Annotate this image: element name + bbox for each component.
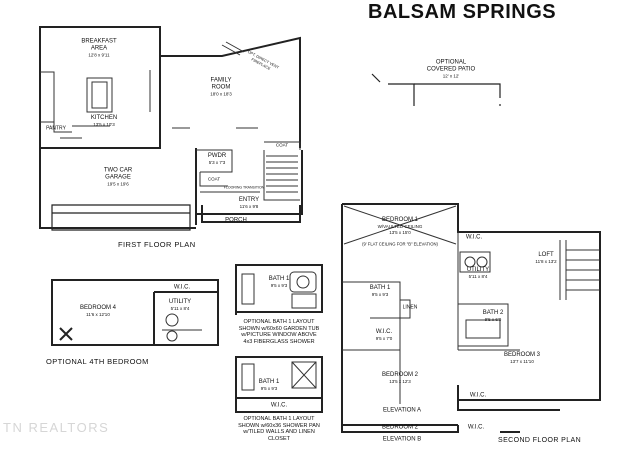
wic-2-name: W.I.C.: [375, 328, 393, 335]
patio-name: OPTIONAL COVERED PATIO: [426, 59, 476, 73]
bedroom-3-name: BEDROOM 3: [503, 351, 541, 358]
bath-option-2-fixtures: [241, 361, 317, 391]
bath-opt1-note: OPTIONAL BATH 1 LAYOUT SHOWN w/60x60 GAR…: [238, 319, 320, 345]
bath-opt2-name: BATH 1: [258, 378, 280, 385]
family-room-dim: 18'0 x 18'3: [210, 91, 232, 97]
pwdr-dim: 5'3 x 7'3: [208, 159, 226, 165]
family-room-name: FAMILY ROOM: [210, 77, 232, 91]
garage-name: TWO CAR GARAGE: [103, 167, 133, 181]
entry-name: ENTRY: [238, 196, 260, 203]
patio-dim: 12' x 12': [442, 73, 460, 79]
wic-2-label: W.I.C.9'5 x 7'0: [376, 329, 392, 342]
second-floor-caption: SECOND FLOOR PLAN: [498, 437, 582, 444]
bedroom-1-dim: 13'5 x 15'0: [389, 229, 411, 235]
first-floor-caption: FIRST FLOOR PLAN: [118, 240, 196, 249]
bedroom-2b-label: BEDROOM 2: [381, 424, 419, 431]
garage-door: [51, 204, 191, 231]
first-floor-interior: [40, 41, 301, 201]
bath-2-dim: 9'5 x 6'0: [484, 316, 502, 322]
optional-4th-caption: OPTIONAL 4TH BEDROOM: [46, 357, 149, 366]
bedroom-3-dim: 13'7 x 11'10: [510, 358, 534, 364]
bedroom-4-dim: 11'6 x 12'10: [86, 311, 110, 317]
watermark: TN REALTORS: [3, 420, 110, 435]
bath-opt1-name: BATH 1: [268, 275, 290, 282]
wic-1-label: W.I.C.: [465, 234, 483, 241]
elevation-b-label: ELEVATION B: [382, 436, 422, 443]
second-utility-dim: 5'11 x 8'4: [468, 273, 488, 279]
bath-option-1-walls: [235, 264, 323, 315]
wic-4-label: W.I.C.: [467, 424, 485, 431]
second-floor-interior: [342, 205, 600, 404]
bedroom-2-name: BEDROOM 2: [381, 371, 419, 378]
bath-opt2-dim: 9'5 x 9'3: [260, 385, 278, 391]
kitchen-dim: 13'5 x 10'3: [93, 121, 115, 127]
optional-4th-fixtures: [162, 313, 202, 342]
breakfast-area-dim: 12'8 x 9'11: [88, 52, 110, 58]
coat-label-lower: COAT: [207, 176, 221, 182]
bath-2-name: BATH 2: [482, 309, 504, 316]
optional-4th-bedroom-walls: [51, 279, 219, 346]
bedroom-4-name: BEDROOM 4: [79, 304, 117, 311]
pantry-label: PANTRY: [46, 125, 66, 132]
garage-dim: 19'5 x 19'6: [107, 181, 129, 187]
wic-3-label: W.I.C.: [469, 392, 487, 399]
bath-opt1-dim: 9'5 x 9'3: [270, 282, 288, 288]
breakfast-area-name: BREAKFAST AREA: [81, 38, 117, 52]
bedroom-1-name: BEDROOM 1: [381, 217, 418, 223]
kitchen-name: KITCHEN: [90, 114, 118, 121]
bath-opt2-wic-label: W.I.C.: [270, 402, 288, 409]
porch-label: PORCH: [225, 217, 247, 224]
first-floor-walls: [39, 26, 303, 229]
coat-label-upper: COAT: [275, 142, 289, 148]
flat-ceiling-note: (9' FLAT CEILING FOR "B" ELEVATION): [362, 241, 438, 247]
bedroom-2-dim: 13'5 x 12'3: [389, 378, 411, 384]
patio-outline: [371, 73, 501, 106]
plan-title: BALSAM SPRINGS: [368, 1, 557, 23]
flooring-transition-label: FLOORING TRANSITION: [223, 185, 265, 190]
bath-1-name: BATH 1: [369, 284, 391, 291]
second-floor-walls: [341, 203, 601, 433]
loft-name: LOFT: [538, 251, 554, 258]
opt4-wic-label: W.I.C.: [173, 284, 191, 291]
pwdr-name: PWDR: [207, 152, 227, 159]
wic-2-dim: 9'5 x 7'0: [375, 335, 393, 341]
linen-label: LINEN: [402, 304, 418, 311]
entry-dim: 11'6 x 9'8: [239, 203, 259, 209]
elevation-a-label: ELEVATION A: [382, 407, 422, 414]
opt4-utility-name: UTILITY: [168, 298, 192, 305]
bedroom-1-ceiling: W/VAULTED CEILING: [377, 224, 423, 229]
loft-dim: 11'8 x 13'2: [535, 258, 557, 264]
bath-1-dim: 9'5 x 9'3: [371, 291, 389, 297]
bath-option-1-fixtures: [241, 271, 317, 309]
opt4-utility-dim: 5'11 x 8'4: [170, 305, 190, 311]
bath-option-2-walls: [235, 356, 323, 413]
bath-opt2-note: OPTIONAL BATH 1 LAYOUT SHOWN w/60x36 SHO…: [238, 416, 320, 442]
second-utility-name: UTILITY: [466, 266, 490, 273]
